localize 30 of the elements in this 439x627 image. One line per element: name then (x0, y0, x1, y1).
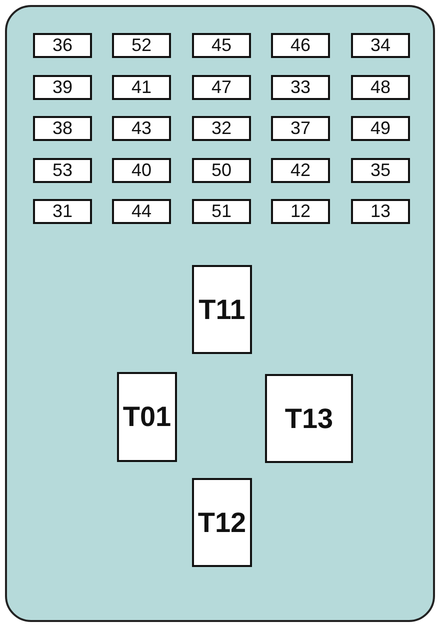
fuse: 51 (192, 199, 251, 224)
fuse: 35 (351, 158, 410, 183)
fuse: 36 (33, 33, 92, 58)
relay: T13 (265, 374, 353, 463)
fuse-panel (5, 5, 435, 622)
fuse: 40 (112, 158, 171, 183)
fuse: 42 (271, 158, 330, 183)
fuse: 45 (192, 33, 251, 58)
fuse: 52 (112, 33, 171, 58)
fuse: 41 (112, 75, 171, 100)
fuse: 48 (351, 75, 410, 100)
fuse: 38 (33, 116, 92, 141)
fuse: 47 (192, 75, 251, 100)
fuse: 32 (192, 116, 251, 141)
fuse: 37 (271, 116, 330, 141)
fuse: 39 (33, 75, 92, 100)
relay: T11 (192, 265, 252, 354)
relay: T12 (192, 478, 252, 567)
fuse: 34 (351, 33, 410, 58)
fuse: 49 (351, 116, 410, 141)
fuse: 43 (112, 116, 171, 141)
fuse: 50 (192, 158, 251, 183)
fuse: 46 (271, 33, 330, 58)
fuse: 44 (112, 199, 171, 224)
fuse: 13 (351, 199, 410, 224)
fuse: 31 (33, 199, 92, 224)
fuse: 12 (271, 199, 330, 224)
relay: T01 (117, 372, 177, 462)
fuse: 53 (33, 158, 92, 183)
fuse: 33 (271, 75, 330, 100)
